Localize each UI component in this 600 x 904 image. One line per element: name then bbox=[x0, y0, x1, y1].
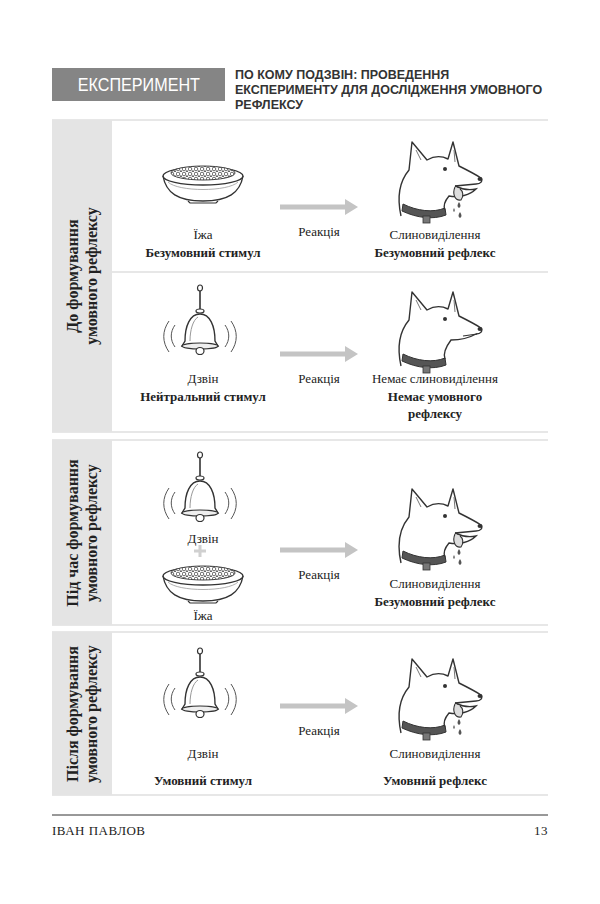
item-name: ЕКСПЕРИМЕНТ bbox=[77, 74, 199, 96]
item-name: Після формування умовного рефлексу bbox=[63, 636, 101, 791]
stage-band: Після формування умовного рефлексу bbox=[52, 632, 112, 795]
edge-label: Реакція bbox=[296, 223, 342, 240]
page-number: 13 bbox=[534, 822, 548, 839]
arrow-head bbox=[345, 346, 358, 362]
stimulus-item: ЇжаБезумовний стимул bbox=[130, 160, 276, 261]
item-name: Дзвін bbox=[130, 745, 276, 762]
reaction-arrow bbox=[280, 698, 358, 714]
item-name: Слиновиділення bbox=[362, 745, 508, 762]
edge-label: Реакція bbox=[296, 566, 342, 583]
item-term: Безумовний стимул bbox=[130, 244, 276, 261]
header-box: ЕКСПЕРИМЕНТ bbox=[52, 68, 225, 101]
reaction-item: СлиновиділенняБезумовний рефлекс bbox=[362, 485, 508, 610]
arrow-shaft bbox=[280, 548, 346, 553]
arrow-shaft bbox=[280, 352, 346, 357]
reaction-item: СлиновиділенняУмовний рефлекс bbox=[362, 655, 508, 789]
item-name: Дзвін bbox=[130, 370, 276, 387]
item-name: До формування умовного рефлексу bbox=[63, 194, 101, 359]
reaction-item: Немає слиновиділенняНемає умовного рефле… bbox=[362, 290, 508, 422]
stimulus-item: ДзвінУмовний стимул bbox=[130, 648, 276, 789]
band-label: До формування умовного рефлексу bbox=[63, 194, 101, 359]
item-name: Немає слиновиділення bbox=[362, 370, 508, 387]
item-term: Їжа bbox=[130, 607, 276, 624]
item-name: Їжа bbox=[130, 226, 276, 243]
item-term: Умовний стимул bbox=[130, 772, 276, 789]
band-label: Під час формування умовного рефлексу bbox=[63, 448, 101, 618]
reaction-arrow bbox=[280, 199, 358, 215]
arrow-head bbox=[345, 542, 358, 558]
stage-band: Під час формування умовного рефлексу bbox=[52, 440, 112, 625]
item-term: Умовний рефлекс bbox=[362, 772, 508, 789]
arrow-head bbox=[345, 698, 358, 714]
reaction-arrow bbox=[280, 542, 358, 558]
item-name: Під час формування умовного рефлексу bbox=[63, 448, 101, 618]
item-term: Безумовний рефлекс bbox=[362, 244, 508, 261]
item-term: Безумовний рефлекс bbox=[362, 593, 508, 610]
item-term: Немає умовного рефлексу bbox=[362, 388, 508, 422]
arrow-head bbox=[345, 199, 358, 215]
stage-band: До формування умовного рефлексу bbox=[52, 120, 112, 432]
band-label: Після формування умовного рефлексу bbox=[63, 636, 101, 791]
edge-label: Реакція bbox=[296, 722, 342, 739]
item-name: Слиновиділення bbox=[362, 575, 508, 592]
item-name: Слиновиділення bbox=[362, 226, 508, 243]
item-term: Нейтральний стимул bbox=[130, 388, 276, 405]
stimulus-item: ДзвінЇжа bbox=[130, 452, 276, 624]
arrow-shaft bbox=[280, 205, 346, 210]
arrow-shaft bbox=[280, 704, 346, 709]
running-footer: ІВАН ПАВЛОВ bbox=[52, 822, 146, 839]
edge-label: Реакція bbox=[296, 370, 342, 387]
reaction-arrow bbox=[280, 346, 358, 362]
title: ПО КОМУ ПОДЗВІН: ПРОВЕДЕННЯ ЕКСПЕРИМЕНТУ… bbox=[235, 68, 548, 113]
reaction-item: СлиновиділенняБезумовний рефлекс bbox=[362, 140, 508, 261]
item-name: Дзвін bbox=[130, 530, 276, 547]
stimulus-item: ДзвінНейтральний стимул bbox=[130, 285, 276, 405]
